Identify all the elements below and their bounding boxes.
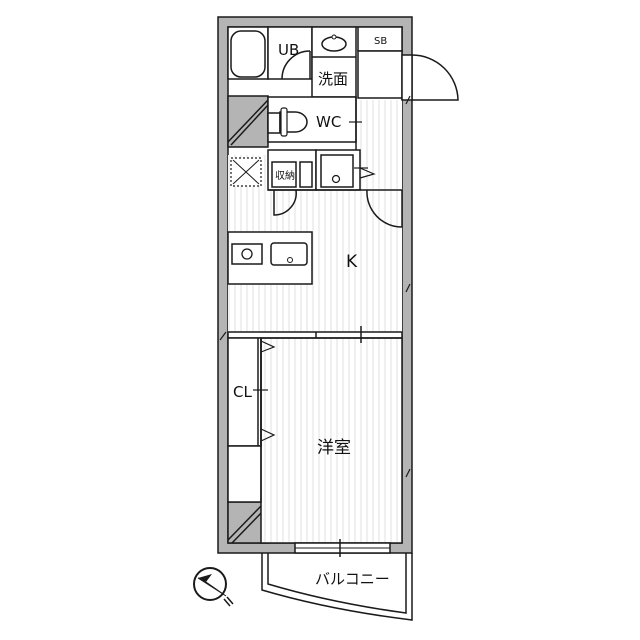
room-label-sb: SB <box>374 36 387 47</box>
kitchen: K <box>227 231 358 285</box>
room-label-storage: 収納 <box>275 169 295 182</box>
unit-bath: UB <box>227 26 313 80</box>
north-arrow-icon <box>193 567 234 607</box>
room-label-ub: UB <box>278 41 299 59</box>
room-label-washroom: 洗面 <box>318 70 348 88</box>
entry-floor <box>360 100 402 190</box>
room-label-wc: WC <box>316 113 341 131</box>
balcony: バルコニー <box>261 553 413 621</box>
closet: CL <box>227 337 276 503</box>
storage-block: 収納 <box>230 149 403 228</box>
western-room-floor <box>261 338 402 543</box>
wc: WC <box>267 96 362 150</box>
balcony-window <box>294 539 391 557</box>
entry-door <box>401 54 459 101</box>
room-label-closet: CL <box>233 383 252 401</box>
shoebox: SB <box>357 26 403 99</box>
room-label-kitchen: K <box>346 252 358 272</box>
wall-windows <box>219 95 411 478</box>
room-label-western-room: 洋室 <box>317 438 351 458</box>
room-label-balcony: バルコニー <box>315 570 390 588</box>
washroom: 洗面 <box>311 26 357 98</box>
